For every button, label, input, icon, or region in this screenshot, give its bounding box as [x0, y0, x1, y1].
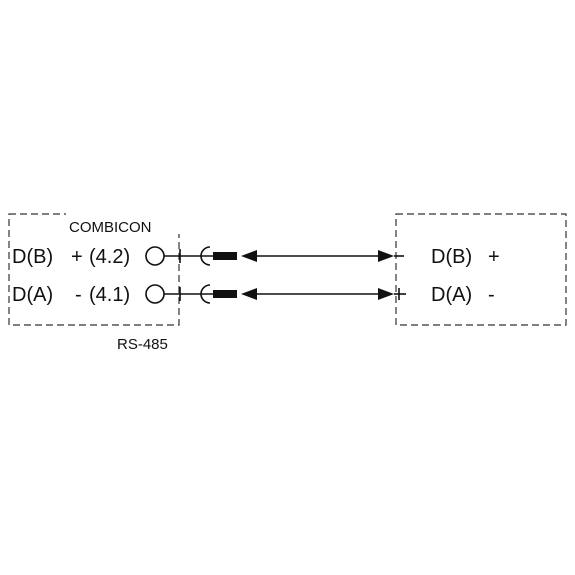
arrow-db-right-icon	[378, 250, 394, 262]
right-da-polarity: -	[488, 284, 495, 306]
left-db-pin: (4.2)	[89, 246, 130, 268]
combicon-label: COMBICON	[69, 219, 152, 236]
terminal-da-icon	[145, 284, 165, 304]
left-da-pin: (4.1)	[89, 284, 130, 306]
wire-row-db: D(B) + (4.2) D(B) +	[12, 246, 500, 268]
rs485-label: RS-485	[117, 336, 168, 353]
left-header-bg	[66, 212, 184, 234]
plug-db-body-icon	[213, 252, 237, 260]
right-da-signal: D(A)	[431, 284, 472, 306]
left-db-signal: D(B)	[12, 246, 53, 268]
left-device-frame	[8, 213, 180, 326]
left-da-signal: D(A)	[12, 284, 53, 306]
plug-da-body-icon	[213, 290, 237, 298]
terminal-db-icon	[145, 246, 165, 266]
right-db-signal: D(B)	[431, 246, 472, 268]
arrow-da-left-icon	[241, 288, 257, 300]
left-da-polarity: -	[75, 284, 82, 306]
right-db-polarity: +	[488, 246, 500, 268]
left-db-polarity: +	[71, 246, 83, 268]
arrow-db-left-icon	[241, 250, 257, 262]
wire-row-da: D(A) - (4.1) D(A) -	[12, 284, 495, 306]
right-device-frame	[395, 213, 567, 326]
arrow-da-right-icon	[378, 288, 394, 300]
